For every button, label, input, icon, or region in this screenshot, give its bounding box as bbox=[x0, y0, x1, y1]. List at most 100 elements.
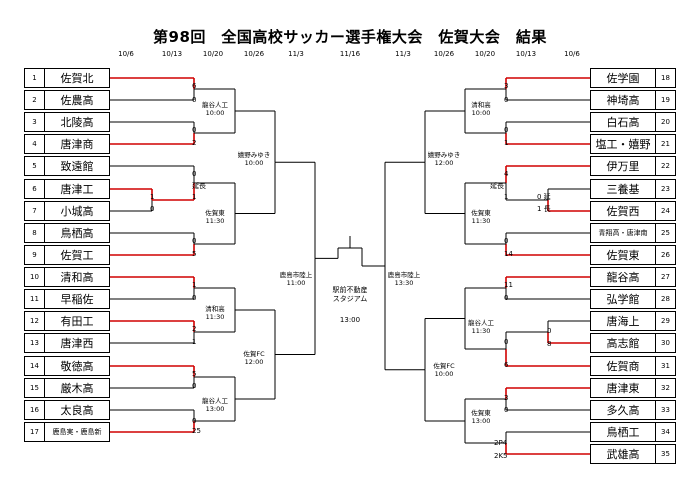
team-number: 23 bbox=[655, 180, 675, 198]
team-name: 佐賀商 bbox=[606, 360, 640, 373]
score: 0 bbox=[504, 338, 509, 346]
score: 2K5 bbox=[494, 452, 508, 460]
team-name: 武雄高 bbox=[606, 448, 640, 461]
team-name: 佐学園 bbox=[606, 72, 640, 85]
team-number: 15 bbox=[25, 379, 45, 397]
team-name: 佐賀西 bbox=[606, 205, 640, 218]
team-number: 13 bbox=[25, 334, 45, 352]
score: 0 bbox=[547, 327, 552, 335]
team-number: 27 bbox=[655, 268, 675, 286]
team-number: 7 bbox=[25, 202, 45, 220]
team-number: 10 bbox=[25, 268, 45, 286]
date-label: 10/20 bbox=[202, 50, 224, 58]
team-box-right: 三養基 23 bbox=[590, 179, 676, 199]
score: 2 bbox=[192, 325, 197, 333]
score: 8 bbox=[547, 340, 552, 348]
team-box-right: 青翔高・唐津南 25 bbox=[590, 223, 676, 243]
team-number: 17 bbox=[25, 423, 45, 441]
team-box-left: 10 清和高 bbox=[24, 267, 110, 287]
team-name: 小城高 bbox=[60, 205, 94, 218]
team-name: 敬徳高 bbox=[60, 360, 94, 373]
score: 11 bbox=[504, 281, 513, 289]
team-name: 伊万里 bbox=[606, 160, 640, 173]
team-box-right: 塩工・嬉野 21 bbox=[590, 134, 676, 154]
team-name: 高志館 bbox=[606, 337, 640, 350]
score: 0 延 bbox=[537, 193, 551, 201]
team-number: 28 bbox=[655, 290, 675, 308]
score: 0 bbox=[192, 170, 197, 178]
team-name: 佐賀東 bbox=[606, 249, 640, 262]
score: 5 bbox=[192, 250, 197, 258]
team-number: 20 bbox=[655, 113, 675, 131]
team-number: 25 bbox=[655, 224, 675, 242]
score: 1 bbox=[504, 193, 509, 201]
team-name: 塩工・嬉野 bbox=[595, 138, 651, 151]
score: 5 bbox=[192, 370, 197, 378]
team-name: 北陵高 bbox=[60, 116, 94, 129]
team-number: 3 bbox=[25, 113, 45, 131]
team-name: 龍谷高 bbox=[606, 271, 640, 284]
score: 0 bbox=[192, 294, 197, 302]
score: 1 bbox=[192, 338, 197, 346]
team-name: 青翔高・唐津南 bbox=[598, 229, 648, 237]
team-name: 三養基 bbox=[606, 183, 640, 196]
team-name: 清和高 bbox=[60, 271, 94, 284]
team-number: 14 bbox=[25, 357, 45, 375]
score: 0 bbox=[192, 126, 197, 134]
team-name: 唐津東 bbox=[606, 382, 640, 395]
team-name: 唐津工 bbox=[60, 183, 94, 196]
team-number: 1 bbox=[25, 69, 45, 87]
team-number: 5 bbox=[25, 157, 45, 175]
final-venue: 駅前不動産スタジアム bbox=[332, 286, 368, 303]
team-box-right: 龍谷高 27 bbox=[590, 267, 676, 287]
team-name: 佐賀工 bbox=[60, 249, 94, 262]
score: 1 bbox=[192, 281, 197, 289]
team-name: 有田工 bbox=[60, 315, 94, 328]
score: 14 bbox=[504, 250, 513, 258]
score: 延長 bbox=[192, 182, 206, 190]
score: 2P4 bbox=[494, 439, 508, 447]
score: 6 bbox=[192, 82, 197, 90]
team-number: 21 bbox=[655, 135, 675, 153]
date-label: 10/26 bbox=[243, 50, 265, 58]
team-name: 早稲佐 bbox=[60, 293, 94, 306]
team-number: 31 bbox=[655, 357, 675, 375]
date-label: 10/20 bbox=[474, 50, 496, 58]
team-name: 唐津西 bbox=[60, 337, 94, 350]
team-number: 34 bbox=[655, 423, 675, 441]
team-name: 多久高 bbox=[606, 404, 640, 417]
score: 3 bbox=[504, 394, 509, 402]
team-name: 鳥栖高 bbox=[60, 227, 94, 240]
team-number: 19 bbox=[655, 91, 675, 109]
team-name: 鳥栖工 bbox=[606, 426, 640, 439]
date-label: 11/3 bbox=[288, 50, 304, 58]
team-number: 35 bbox=[655, 445, 675, 463]
team-number: 2 bbox=[25, 91, 45, 109]
score: 2 bbox=[192, 139, 197, 147]
team-number: 18 bbox=[655, 69, 675, 87]
